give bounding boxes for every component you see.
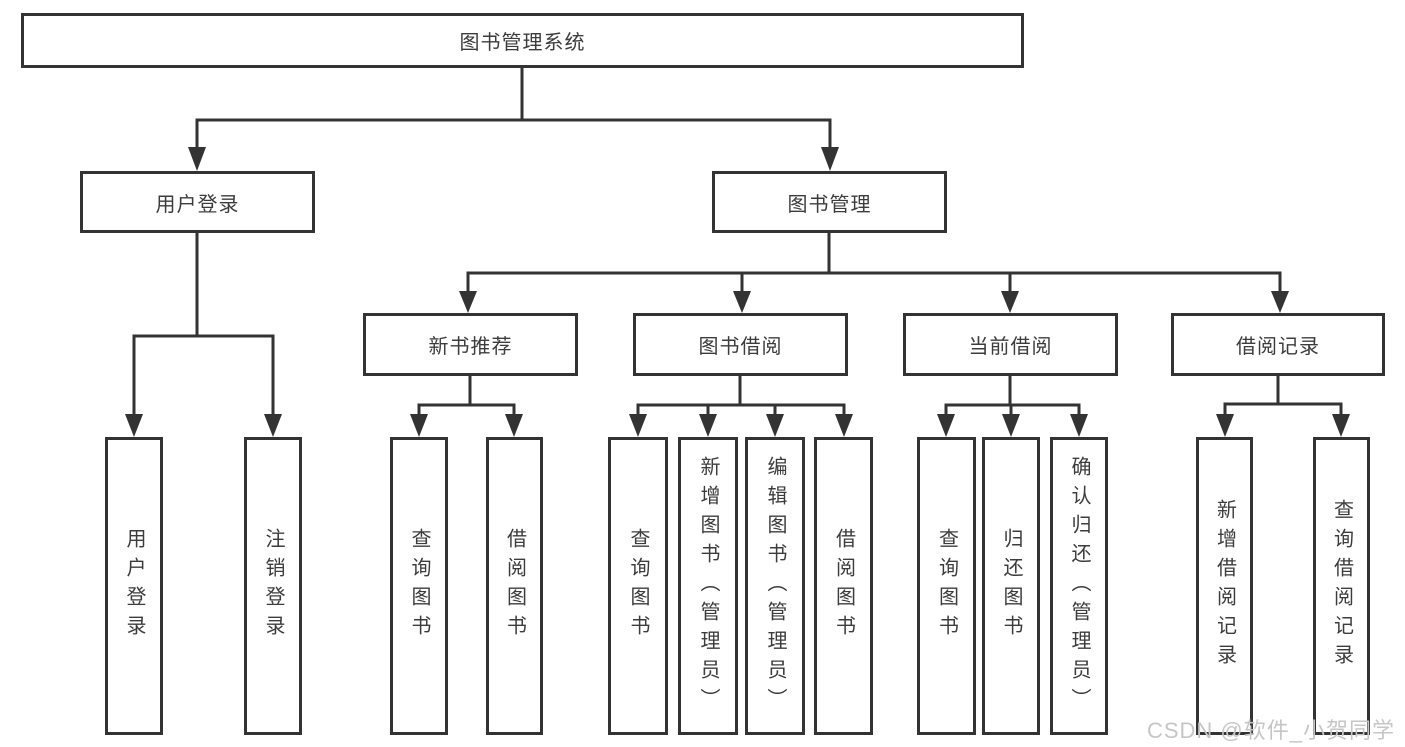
leaf-add-books-admin: 新增图书（管理员） xyxy=(678,437,738,735)
leaf-edit-books-admin: 编辑图书（管理员） xyxy=(745,437,805,735)
node-current-borrow: 当前借阅 xyxy=(903,313,1118,376)
node-new-book-recommend: 新书推荐 xyxy=(363,313,578,376)
leaf-borrow-books-recommend: 借阅图书 xyxy=(486,437,543,735)
watermark: CSDN @软件_小贺同学 xyxy=(1146,718,1395,743)
leaf-borrow-books: 借阅图书 xyxy=(814,437,873,735)
leaf-query-borrow-record: 查询借阅记录 xyxy=(1313,437,1370,735)
node-library-system: 图书管理系统 xyxy=(21,13,1024,68)
leaf-query-books-current: 查询图书 xyxy=(917,437,976,735)
node-book-borrow: 图书借阅 xyxy=(633,313,848,376)
leaf-return-books: 归还图书 xyxy=(982,437,1040,735)
leaf-query-books-borrow: 查询图书 xyxy=(608,437,668,735)
leaf-add-borrow-record: 新增借阅记录 xyxy=(1196,437,1253,735)
node-book-management: 图书管理 xyxy=(712,171,947,233)
leaf-query-books-recommend: 查询图书 xyxy=(390,437,448,735)
node-user-login: 用户登录 xyxy=(80,171,315,233)
leaf-user-login: 用户登录 xyxy=(105,437,163,735)
node-borrow-records: 借阅记录 xyxy=(1171,313,1385,376)
leaf-logout: 注销登录 xyxy=(244,437,302,735)
leaf-confirm-return-admin: 确认归还（管理员） xyxy=(1050,437,1108,735)
